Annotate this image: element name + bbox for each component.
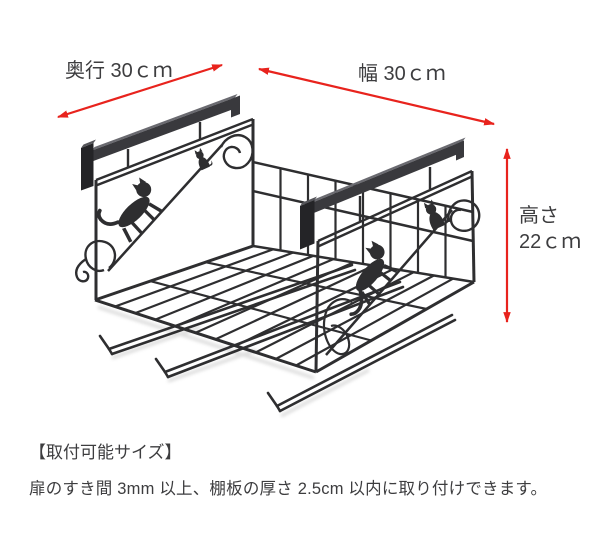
scroll-ornament-bottom-left-panel bbox=[84, 239, 117, 273]
mounting-size-body: 扉のすき間 3mm 以上、棚板の厚さ 2.5cm 以内に取り付けできます。 bbox=[29, 480, 548, 498]
soft-shadows bbox=[97, 305, 370, 418]
mounting-size-title: 【取付可能サイズ】 bbox=[29, 443, 182, 462]
depth-dimension-label: 奥行 30ｃｍ bbox=[65, 60, 173, 82]
scroll-ornament-bottom-right-panel bbox=[322, 298, 353, 356]
depth-arrow bbox=[56, 63, 224, 119]
walking-cat-icon bbox=[93, 171, 172, 249]
right-hook-bar bbox=[300, 137, 466, 250]
bottom-runners bbox=[98, 263, 457, 413]
dimension-arrows bbox=[56, 63, 511, 324]
width-dimension-label: 幅 30ｃｍ bbox=[358, 63, 446, 85]
scroll-ornament-top-left-panel bbox=[219, 133, 254, 170]
height-dimension-label: 高さ 22ｃｍ bbox=[519, 205, 582, 253]
right-side-panel bbox=[314, 169, 481, 372]
mounting-size-note: 【取付可能サイズ】 扉のすき間 3mm 以上、棚板の厚さ 2.5cm 以内に取り… bbox=[29, 438, 547, 499]
scroll-ornament-top-right-panel bbox=[447, 199, 481, 233]
width-arrow bbox=[257, 67, 496, 126]
left-side-panel bbox=[75, 117, 255, 300]
